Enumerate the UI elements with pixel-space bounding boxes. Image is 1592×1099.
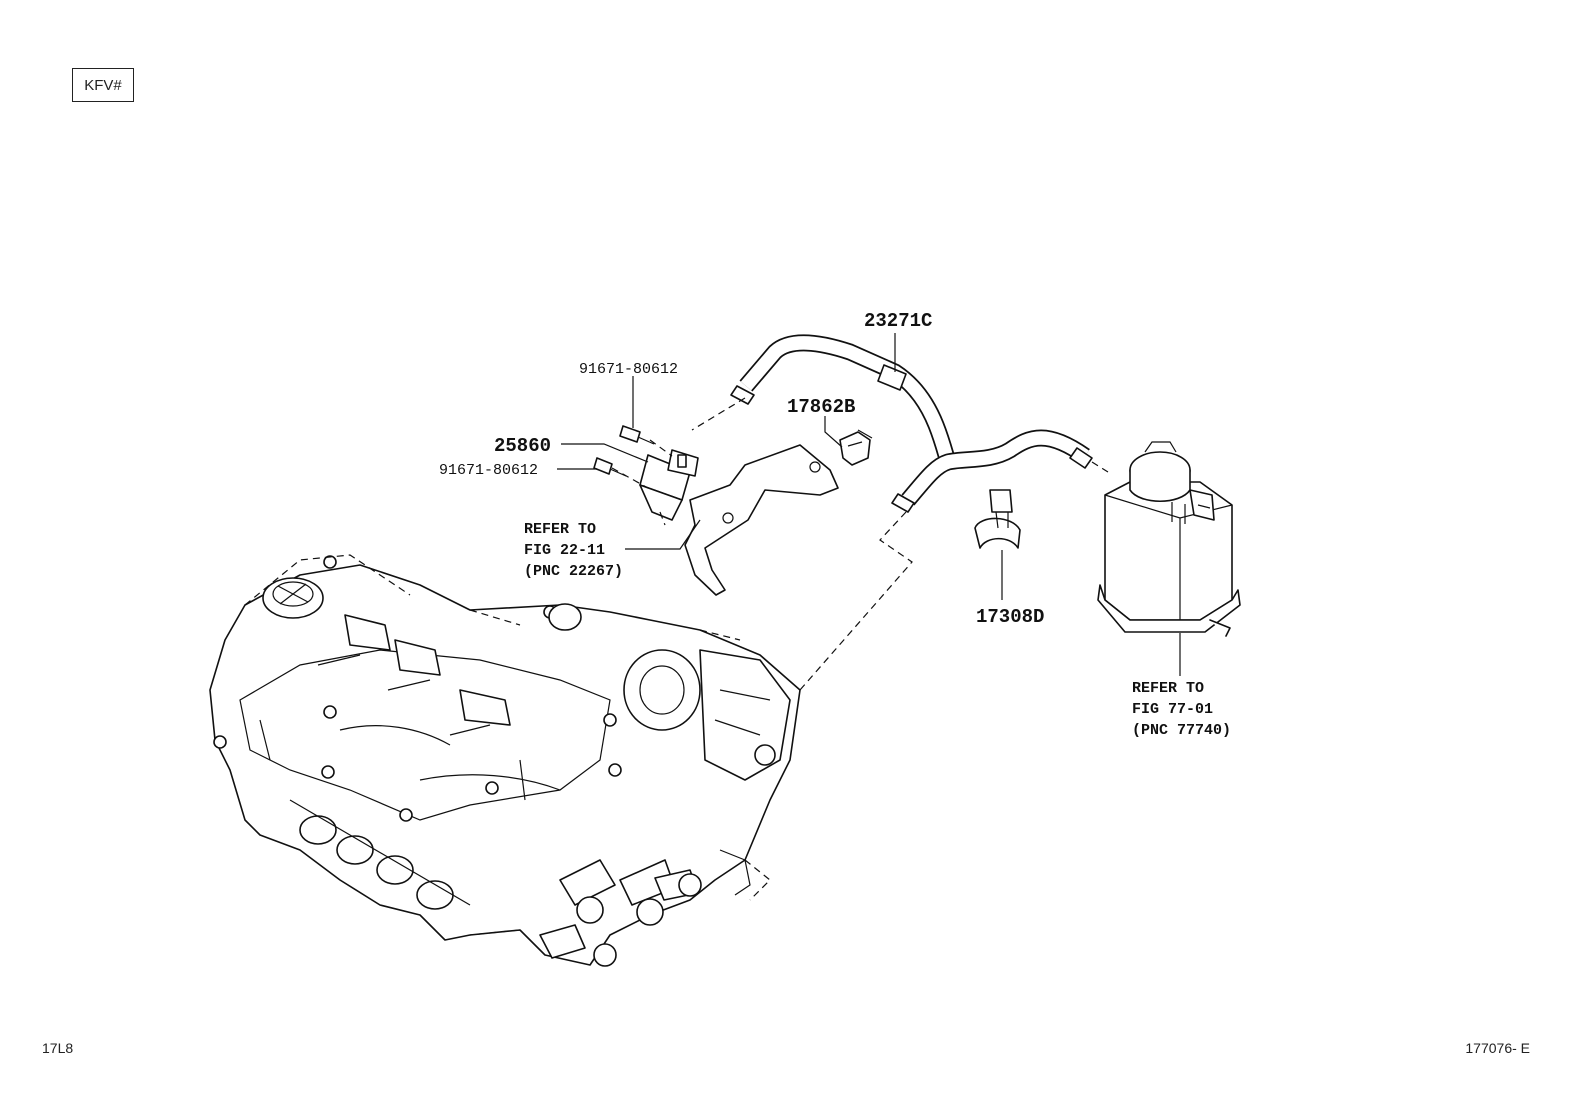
- leader-bracket-ref: [625, 519, 701, 550]
- clamp-lower: [974, 489, 1021, 549]
- page-code: 17L8: [42, 1040, 74, 1056]
- canister-ref-line2: FIG 77-01: [1132, 701, 1213, 718]
- model-code-label: KFV#: [84, 76, 122, 94]
- clamp-upper: [839, 429, 873, 466]
- canister-ref-line3: (PNC 77740): [1132, 722, 1231, 739]
- bracket-ref-line1: REFER TO: [524, 521, 596, 538]
- vsv-assembly: [593, 425, 699, 526]
- leader-vsv: [561, 443, 649, 463]
- callout-clamp-lower: 17308D: [976, 606, 1044, 628]
- canister-ref-line1: REFER TO: [1132, 680, 1204, 697]
- vsv-bracket: [684, 444, 839, 596]
- bracket-ref-line3: (PNC 22267): [524, 563, 623, 580]
- bracket-ref-line2: FIG 22-11: [524, 542, 605, 559]
- evap-hose: [691, 334, 1109, 691]
- callout-bolt-upper: 91671-80612: [579, 361, 678, 378]
- callout-hose: 23271C: [864, 310, 932, 332]
- callout-bolt-lower: 91671-80612: [439, 462, 538, 479]
- model-code-box: KFV#: [72, 68, 134, 102]
- leader-clamp-upper: [824, 416, 843, 448]
- callout-clamp-upper: 17862B: [787, 396, 855, 418]
- callout-vsv: 25860: [494, 435, 551, 457]
- engine-assembly: [209, 554, 801, 967]
- charcoal-canister: [1097, 441, 1241, 637]
- drawing-number: 177076- E: [1465, 1040, 1530, 1056]
